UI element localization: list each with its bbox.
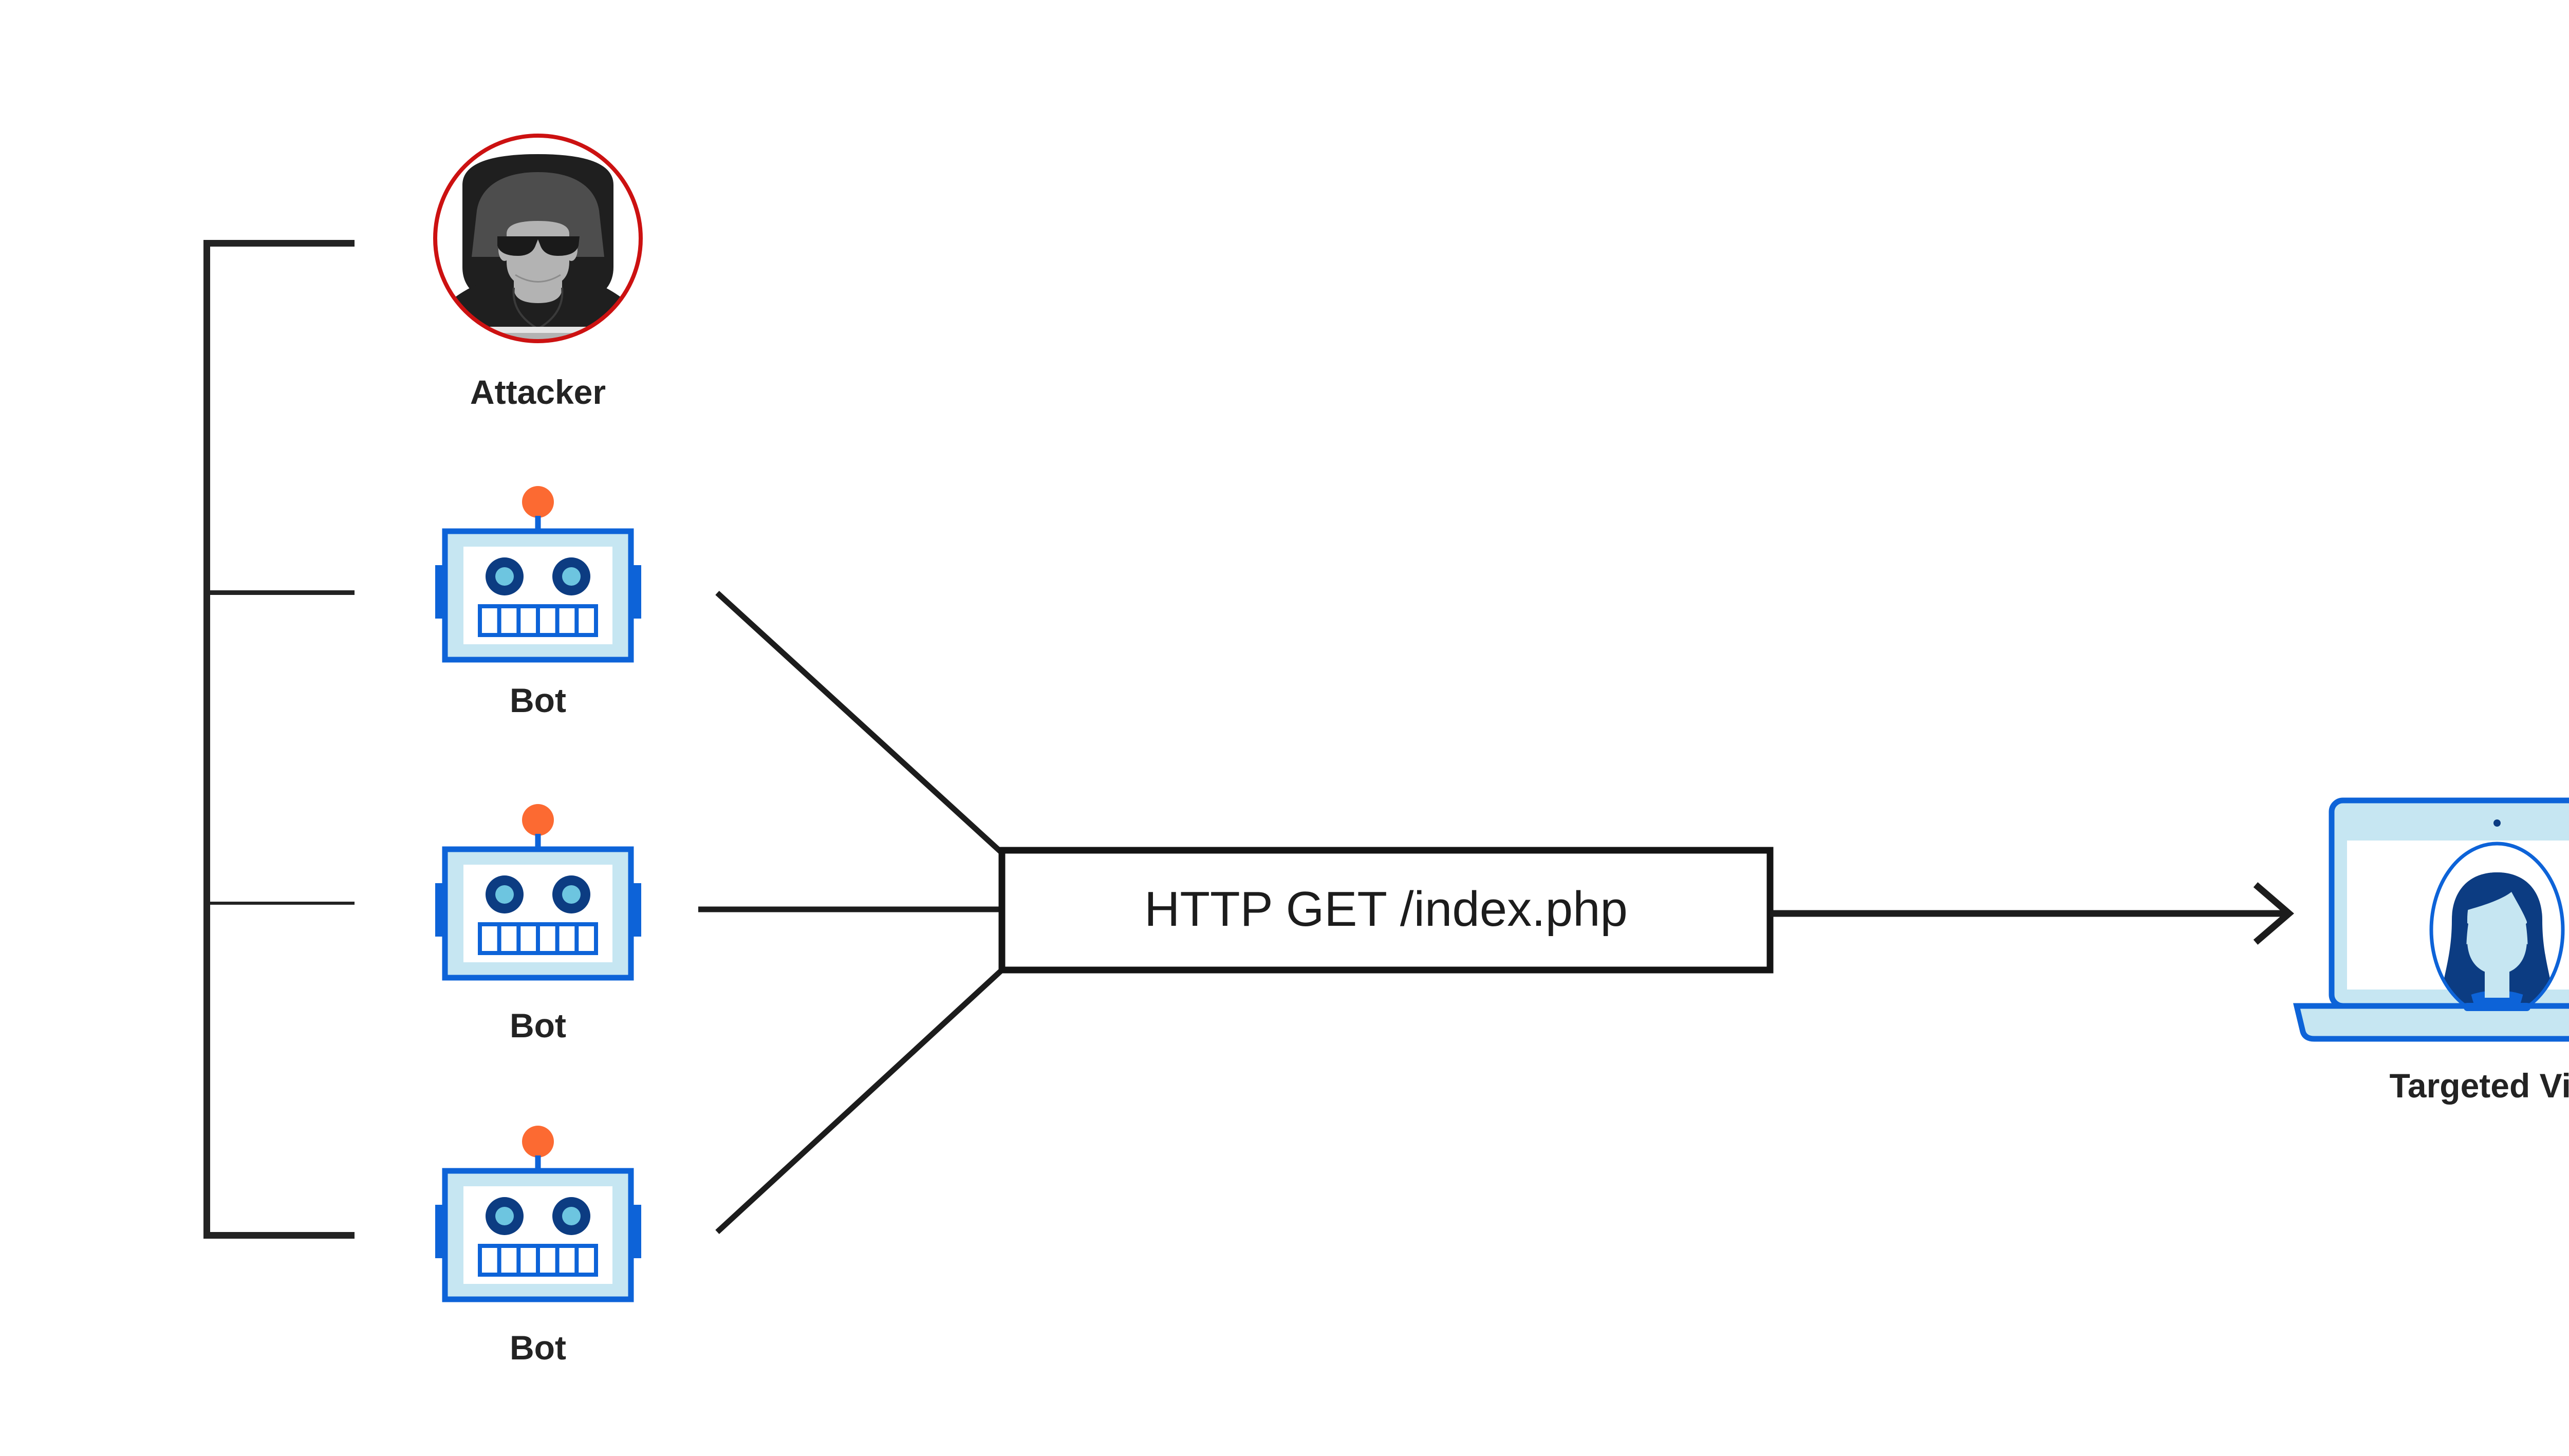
antenna-bulb-icon	[522, 486, 554, 518]
botnet-bracket	[203, 240, 355, 1239]
antenna-bulb-icon	[522, 804, 554, 836]
flow-box-label: HTTP GET /index.php	[1144, 882, 1628, 937]
node-label-bot-1: Bot	[510, 681, 566, 719]
bot-icon-3	[435, 1126, 641, 1302]
victim-laptop-icon	[2293, 797, 2569, 1042]
antenna-bulb-icon	[522, 1126, 554, 1158]
node-label-victim: Targeted Victim	[2389, 1067, 2569, 1105]
flowbox-to-victim-arrow	[1770, 882, 2294, 945]
bot-icon-1	[435, 486, 641, 663]
attacker-avatar-icon	[433, 134, 643, 343]
node-label-attacker: Attacker	[470, 373, 606, 411]
bot-icon-2	[435, 804, 641, 981]
bot-to-flowbox-connectors	[698, 590, 1004, 1235]
node-label-bot-3: Bot	[510, 1329, 566, 1367]
arrow-head-icon	[2253, 882, 2294, 945]
node-label-bot-2: Bot	[510, 1006, 566, 1044]
